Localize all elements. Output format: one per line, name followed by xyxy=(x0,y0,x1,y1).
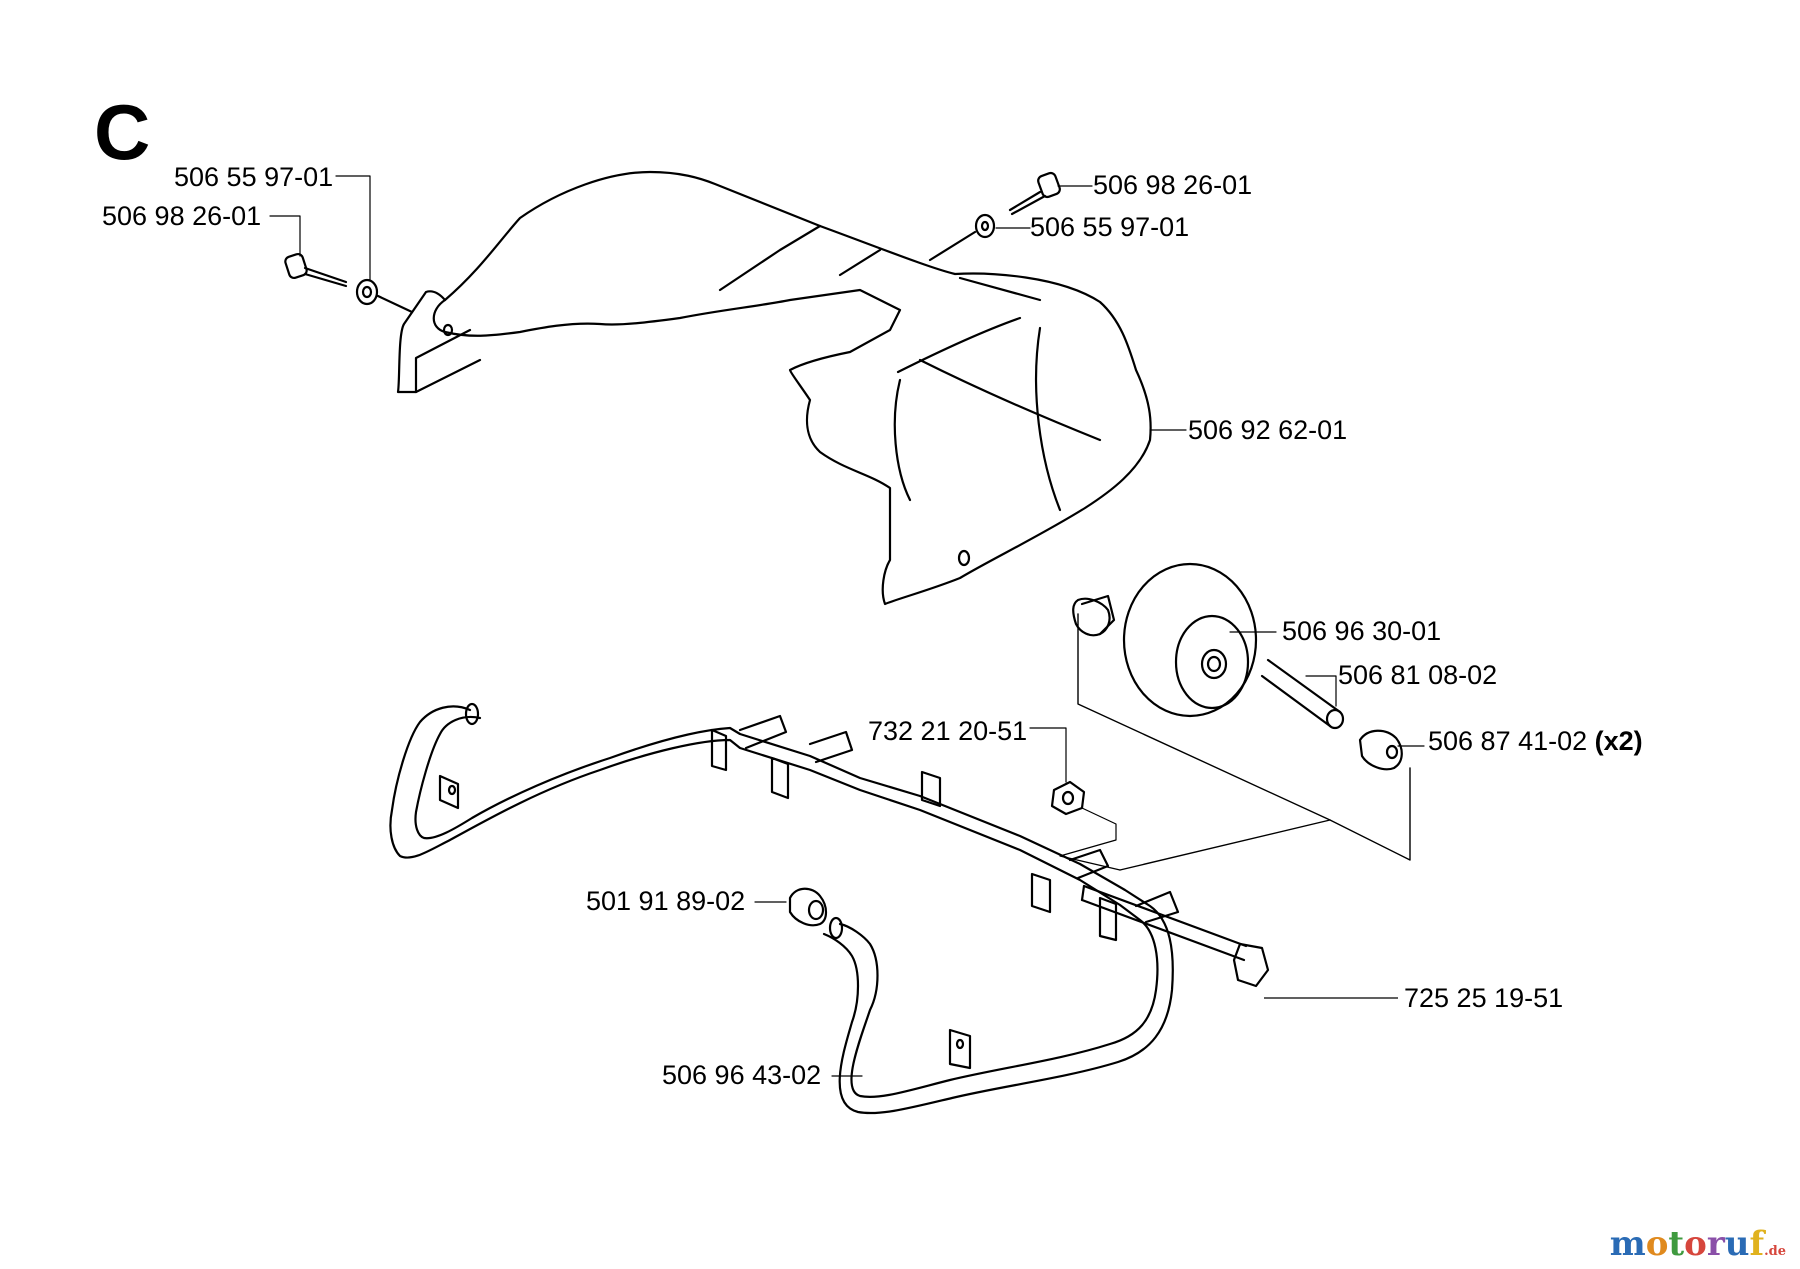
watermark-letter: r xyxy=(1706,1224,1725,1264)
bolt-drawing xyxy=(1080,884,1270,988)
watermark-letter: t xyxy=(1668,1224,1685,1264)
spacer-label: 506 87 41-02 (x2) xyxy=(1428,728,1643,755)
locknut-drawing xyxy=(1029,727,1121,871)
bushing-drawing xyxy=(754,887,828,927)
guard-frame-label: 506 96 43-02 xyxy=(662,1060,822,1090)
shield-label: 506 92 62-01 xyxy=(1188,415,1348,445)
watermark-letter: m xyxy=(1609,1224,1646,1264)
bolt-label: 725 25 19-51 xyxy=(1404,983,1564,1013)
right-fastener-drawing xyxy=(928,171,1093,262)
watermark-letter: f xyxy=(1749,1224,1765,1264)
watermark-letter: u xyxy=(1724,1224,1750,1264)
shield-washer-right-label: 506 55 97-01 xyxy=(1030,212,1190,242)
spacer-part-number: 506 87 41-02 xyxy=(1428,726,1588,756)
bushing-label: 501 91 89-02 xyxy=(586,886,746,916)
locknut-label: 732 21 20-51 xyxy=(868,716,1028,746)
watermark-letter: o xyxy=(1645,1224,1669,1264)
shield-screw-left-label: 506 98 26-01 xyxy=(102,201,262,231)
left-fastener-drawing xyxy=(269,175,414,314)
section-letter: C xyxy=(94,88,151,176)
spacer-quantity: (x2) xyxy=(1594,726,1643,756)
watermark-logo: motoruf.de xyxy=(1610,1227,1786,1261)
guard-frame-drawing xyxy=(389,702,1180,1115)
watermark-letter: o xyxy=(1684,1224,1707,1264)
watermark-tld: .de xyxy=(1764,1244,1786,1259)
axle-label: 506 81 08-02 xyxy=(1338,660,1498,690)
wheel-drawing xyxy=(1072,562,1425,871)
shield-drawing xyxy=(396,170,1152,606)
wheel-label: 506 96 30-01 xyxy=(1282,616,1442,646)
shield-washer-left-label: 506 55 97-01 xyxy=(174,162,334,192)
shield-screw-right-label: 506 98 26-01 xyxy=(1093,170,1253,200)
